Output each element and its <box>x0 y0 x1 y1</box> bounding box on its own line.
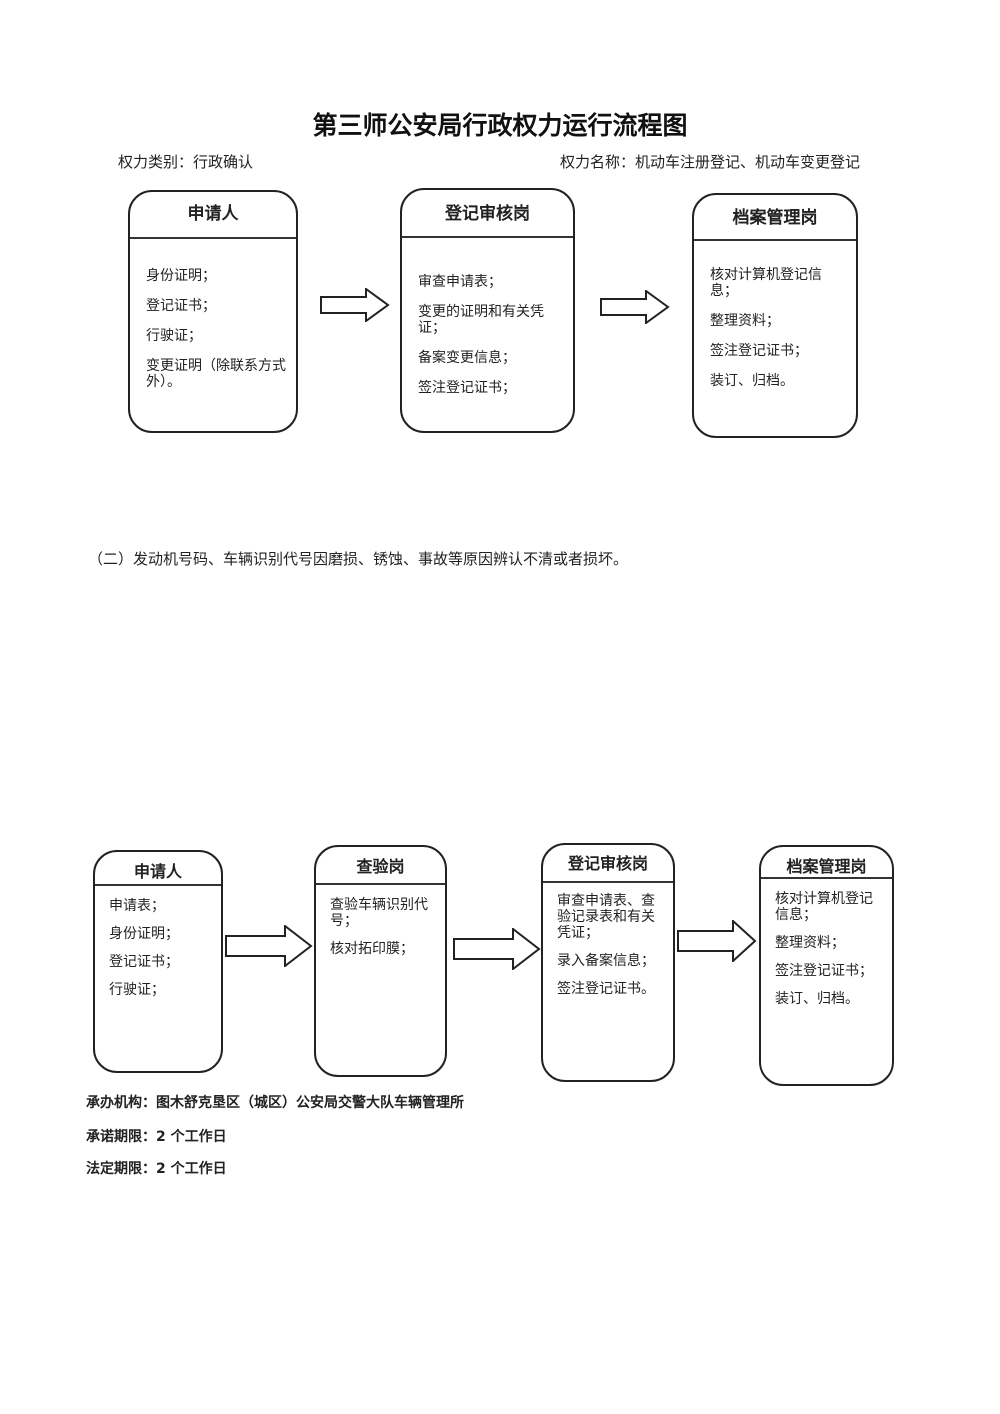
box-item: 变更的证明和有关凭证； <box>418 304 544 336</box>
box-item: 核对拓印膜； <box>330 941 414 957</box>
box-item: 申请表； <box>109 898 165 914</box>
arrow-right-icon <box>600 290 670 324</box>
box-item: 签注登记证书。 <box>557 981 655 997</box>
box-item: 审查申请表； <box>418 274 502 290</box>
arrow-right-icon <box>677 920 757 962</box>
flow2-box-applicant: 申请人 申请表； 身份证明； 登记证书； 行驶证； <box>93 850 223 1073</box>
flow1-box-archive: 档案管理岗 核对计算机登记信息； 整理资料； 签注登记证书； 装订、归档。 <box>692 193 858 438</box>
power-category: 权力类别：行政确认 <box>118 153 254 171</box>
box-item: 审查申请表、查验记录表和有关凭证； <box>557 893 655 941</box>
box-item: 行驶证； <box>146 328 202 344</box>
box-title: 申请人 <box>130 192 296 239</box>
section-heading: （二）发动机号码、车辆识别代号因磨损、锈蚀、事故等原因辨认不清或者损坏。 <box>88 550 629 568</box>
box-item: 身份证明； <box>109 926 179 942</box>
box-item: 装订、归档。 <box>710 373 794 389</box>
flow1-box-applicant: 申请人 身份证明； 登记证书； 行驶证； 变更证明（除联系方式外）。 <box>128 190 298 433</box>
box-item: 装订、归档。 <box>775 991 859 1007</box>
box-title: 申请人 <box>95 852 221 886</box>
box-item: 签注登记证书； <box>775 963 873 979</box>
arrow-right-icon <box>320 288 390 322</box>
box-item: 整理资料； <box>710 313 780 329</box>
box-item: 行驶证； <box>109 982 165 998</box>
box-item: 身份证明； <box>146 268 216 284</box>
flow2-box-inspection: 查验岗 查验车辆识别代号； 核对拓印膜； <box>314 845 447 1077</box>
page-title: 第三师公安局行政权力运行流程图 <box>312 111 688 140</box>
box-item: 录入备案信息； <box>557 953 655 969</box>
box-item: 登记证书； <box>109 954 179 970</box>
flow1-box-registration-review: 登记审核岗 审查申请表； 变更的证明和有关凭证； 备案变更信息； 签注登记证书； <box>400 188 575 433</box>
box-item: 变更证明（除联系方式外）。 <box>146 358 286 390</box>
box-title: 登记审核岗 <box>402 190 573 238</box>
box-title: 档案管理岗 <box>694 195 856 241</box>
box-item: 查验车辆识别代号； <box>330 897 428 929</box>
box-title: 查验岗 <box>316 847 445 885</box>
promised-deadline: 承诺期限：2 个工作日 <box>86 1129 227 1145</box>
box-item: 核对计算机登记信息； <box>710 267 822 299</box>
box-item: 整理资料； <box>775 935 845 951</box>
box-item: 签注登记证书； <box>418 380 516 396</box>
box-title: 档案管理岗 <box>761 847 892 879</box>
legal-deadline: 法定期限：2 个工作日 <box>86 1161 227 1177</box>
power-name: 权力名称：机动车注册登记、机动车变更登记 <box>560 153 861 171</box>
arrow-right-icon <box>225 925 313 967</box>
box-item: 签注登记证书； <box>710 343 808 359</box>
arrow-right-icon <box>453 928 541 970</box>
box-item: 备案变更信息； <box>418 350 516 366</box>
box-title: 登记审核岗 <box>543 845 673 883</box>
box-item: 登记证书； <box>146 298 216 314</box>
flow2-box-archive: 档案管理岗 核对计算机登记信息； 整理资料； 签注登记证书； 装订、归档。 <box>759 845 894 1086</box>
box-item: 核对计算机登记信息； <box>775 891 873 923</box>
handling-agency: 承办机构：图木舒克垦区（城区）公安局交警大队车辆管理所 <box>86 1095 464 1111</box>
flow2-box-registration-review: 登记审核岗 审查申请表、查验记录表和有关凭证； 录入备案信息； 签注登记证书。 <box>541 843 675 1082</box>
